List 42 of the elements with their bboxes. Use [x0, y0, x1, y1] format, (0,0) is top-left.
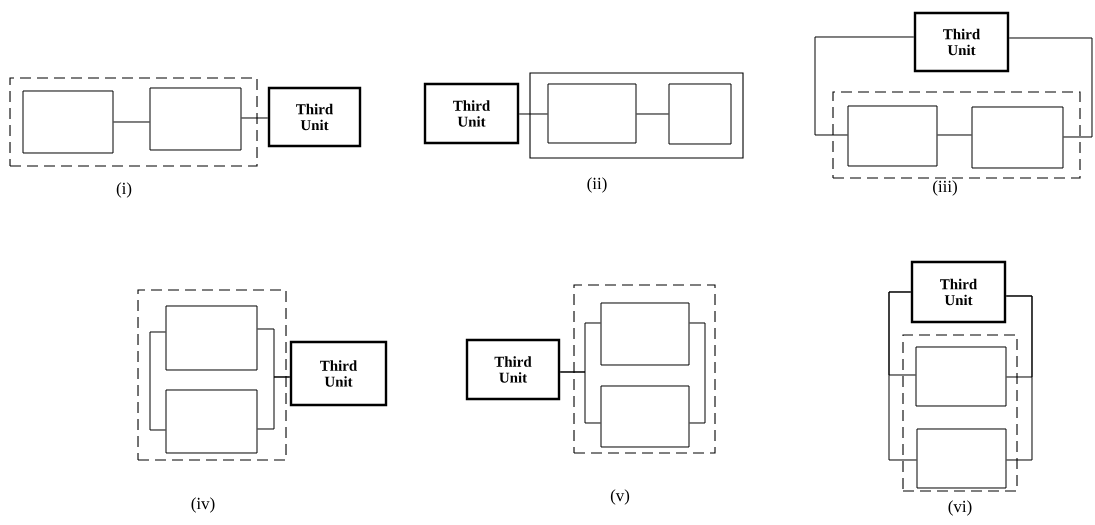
group-box — [9, 77, 258, 167]
unit-box — [600, 302, 690, 366]
connector-line — [241, 117, 269, 119]
unit-box — [149, 87, 242, 151]
unit-box — [547, 83, 637, 144]
group-box — [832, 91, 1081, 179]
connector-line — [689, 322, 706, 424]
group-box — [902, 334, 1018, 492]
figure-label: (i) — [116, 182, 132, 198]
figure-label: (ii) — [587, 177, 607, 193]
connector-line — [888, 291, 917, 461]
unit-box — [915, 346, 1007, 407]
third-unit-box: Third Unit — [913, 11, 1010, 73]
unit-box — [165, 389, 258, 454]
third-unit-box: Third Unit — [267, 86, 362, 148]
connector-line — [1008, 37, 1093, 138]
unit-box — [847, 105, 938, 167]
unit-box — [668, 83, 732, 145]
group-box — [529, 72, 744, 159]
third-unit-box: Third Unit — [423, 82, 520, 145]
group-box — [573, 284, 716, 454]
figure-label: (iv) — [191, 497, 215, 513]
unit-box — [971, 106, 1064, 169]
connector-line — [149, 331, 166, 431]
connector-line — [257, 376, 291, 430]
third-unit-box: Third Unit — [910, 260, 1007, 324]
connector-line — [518, 113, 548, 115]
unit-box — [600, 385, 690, 448]
figure-label: (v) — [610, 489, 630, 505]
figure-label: (iii) — [933, 180, 957, 196]
third-unit-box: Third Unit — [465, 338, 561, 401]
unit-box — [916, 428, 1007, 489]
third-unit-box: Third Unit — [289, 340, 388, 407]
connector-line — [636, 113, 669, 115]
group-box — [137, 289, 287, 461]
unit-box — [165, 305, 258, 371]
connector-line — [113, 121, 150, 123]
connector-line — [937, 134, 972, 136]
unit-box — [22, 90, 114, 154]
connector-line — [1005, 295, 1033, 461]
connector-line — [559, 371, 601, 424]
connector-line — [814, 36, 915, 136]
